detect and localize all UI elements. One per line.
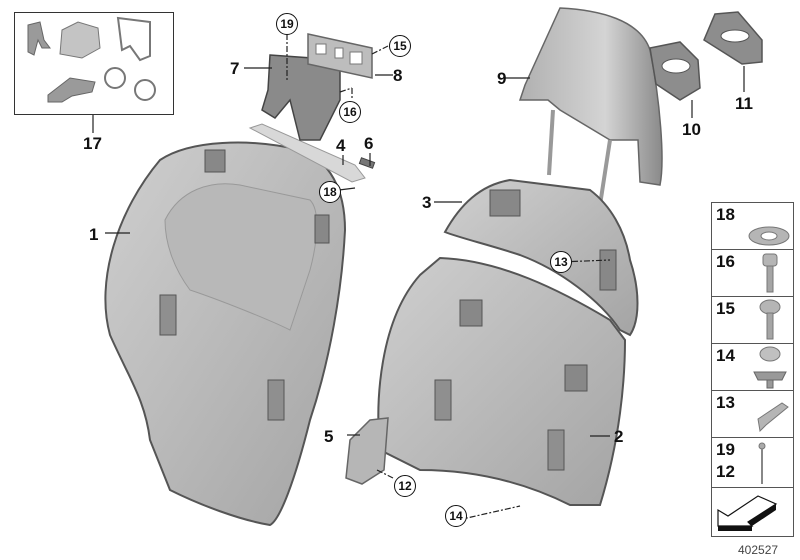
legend-number: 18: [716, 205, 735, 224]
callout-9: 9: [497, 69, 507, 88]
direction-arrow-icon: [717, 495, 778, 531]
callout-14: 14: [445, 505, 467, 527]
callout-12: 12: [394, 475, 416, 497]
trim-strip-4: [248, 123, 366, 183]
legend-row-18: 18: [712, 203, 793, 250]
clip-kit-icon: [27, 16, 156, 103]
callout-17: 17: [83, 134, 102, 153]
legend-number: 15: [716, 299, 735, 318]
pin-rivet-icon: [758, 442, 766, 484]
callout-1: 1: [89, 225, 99, 244]
star-lock-washer-icon: [748, 226, 790, 246]
legend-number: 14: [716, 346, 735, 365]
bracket-7: [261, 54, 341, 141]
callout-19: 19: [276, 13, 298, 35]
legend-number: 16: [716, 252, 735, 271]
push-rivet-clip-icon: [753, 346, 787, 389]
callout-6: 6: [364, 134, 374, 153]
callout-10: 10: [682, 120, 701, 139]
callout-13: 13: [550, 251, 572, 273]
headrest-9: [518, 7, 663, 186]
legend-number: 13: [716, 393, 735, 412]
legend-number: 12: [716, 462, 735, 481]
clip-kit-box: [14, 12, 174, 115]
clip-6: [358, 157, 376, 169]
callout-16: 16: [339, 101, 361, 123]
cover-5: [345, 417, 389, 485]
callout-4: 4: [336, 136, 346, 155]
figure-number: 402527: [738, 543, 779, 557]
legend-number: 19: [716, 440, 735, 459]
spring-clip-icon: [757, 402, 789, 433]
fastener-legend: 18 16 15 14: [711, 202, 794, 537]
legend-row-16: 16: [712, 250, 793, 297]
callout-8: 8: [393, 66, 403, 85]
callout-15: 15: [389, 35, 411, 57]
callout-5: 5: [324, 427, 334, 446]
callout-2: 2: [614, 427, 624, 446]
callout-3: 3: [422, 193, 432, 212]
pan-head-screw-icon: [759, 299, 781, 340]
callout-7: 7: [230, 59, 240, 78]
legend-row-14: 14: [712, 344, 793, 391]
hex-socket-bolt-icon: [762, 253, 778, 293]
callout-11: 11: [735, 94, 753, 113]
callout-18: 18: [319, 181, 341, 203]
legend-row-19-12: 19 12: [712, 438, 793, 488]
legend-row-arrow: [712, 488, 793, 536]
upper-panel-3: [443, 178, 639, 337]
legend-row-13: 13: [712, 391, 793, 438]
legend-row-15: 15: [712, 297, 793, 344]
